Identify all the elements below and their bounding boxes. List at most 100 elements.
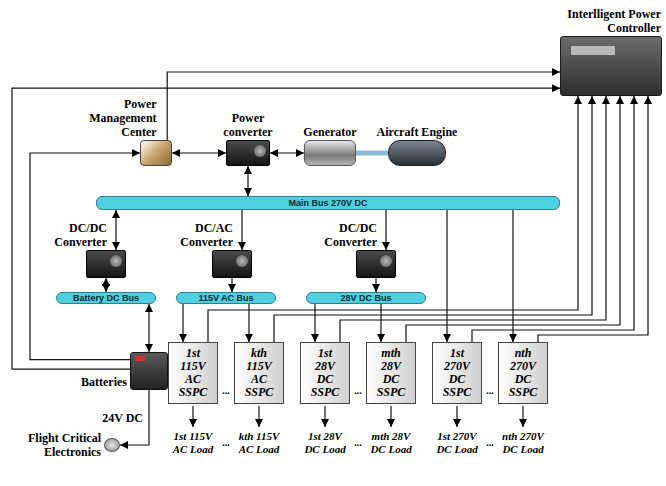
label-holder: Interlligent Power Controller [537, 7, 661, 35]
device-label: DC/DC Converter [37, 221, 107, 249]
power-line [115, 210, 116, 250]
engine-unit: Aircraft Engine [388, 140, 446, 166]
label-holder: ... [354, 438, 362, 448]
power-line [208, 96, 578, 342]
power-line [274, 96, 592, 342]
text-holder: kth 115V AC SSPC [241, 347, 277, 399]
load-feed-line [522, 406, 523, 427]
power-line [167, 72, 560, 140]
box-label: 28V DC Bus [340, 293, 391, 303]
box-label: Main Bus 270V DC [288, 198, 367, 208]
power-line [446, 210, 447, 342]
label-holder: ... [222, 438, 230, 448]
converter-unit: Power converter [226, 140, 270, 166]
label-holder: kth 115V AC Load [235, 430, 283, 456]
voltage-label: 24V DC [102, 411, 143, 425]
ellipsis-mark: ... [486, 386, 494, 396]
power-line [247, 166, 248, 196]
text-holder: mth 28V DC SSPC [373, 347, 409, 399]
box-label: 1st 270V DC SSPC [439, 347, 475, 399]
bus-bar: 115V AC Bus [176, 292, 276, 304]
text-holder: 115V AC Bus [198, 293, 253, 303]
generator-unit: Generator [304, 140, 356, 166]
power-line [231, 278, 232, 292]
label-holder: 24V DC [102, 411, 143, 425]
device-label: Aircraft Engine [377, 125, 458, 139]
power-line [270, 152, 304, 153]
power-line [182, 304, 183, 342]
power-line [105, 278, 106, 292]
load-feed-line [324, 406, 325, 427]
load-feed-line [390, 406, 391, 427]
device-label: Flight Critical Electronics [9, 431, 101, 459]
electronics-unit: Flight Critical Electronics [104, 438, 120, 452]
box-label: 1st 28V DC SSPC [307, 347, 343, 399]
device-label: DC/DC Converter [307, 221, 377, 249]
label-holder: DC/DC Converter [307, 221, 377, 249]
text-holder: 28V DC Bus [340, 293, 391, 303]
power-line [172, 152, 226, 153]
ellipsis-mark: ... [354, 438, 362, 448]
ellipsis-mark: ... [222, 386, 230, 396]
text-holder: 1st 28V DC SSPC [307, 347, 343, 399]
sspc-box: 1st 28V DC SSPC [300, 342, 350, 404]
load-label: kth 115V AC Load [235, 430, 283, 456]
sspc-box: nth 270V DC SSPC [498, 342, 548, 404]
ellipsis-mark: ... [354, 386, 362, 396]
power-line [30, 153, 140, 360]
battery-unit: Batteries [130, 352, 168, 390]
converter-unit: DC/DC Converter [356, 250, 396, 278]
power-line [512, 210, 513, 342]
label-holder: 1st 270V DC Load [433, 430, 481, 456]
load-label: nth 270V DC Load [499, 430, 547, 456]
label-holder: ... [222, 386, 230, 396]
device-label: Power Management Center [73, 97, 157, 139]
box-label: nth 270V DC SSPC [505, 347, 541, 399]
power-line [385, 210, 386, 250]
load-feed-line [456, 406, 457, 427]
text-holder: 1st 115V AC SSPC [175, 347, 211, 399]
controller-unit: Interlligent Power Controller [560, 36, 662, 96]
label-holder: mth 28V DC Load [367, 430, 415, 456]
load-label: 1st 28V DC Load [301, 430, 349, 456]
label-holder: nth 270V DC Load [499, 430, 547, 456]
power-line [375, 278, 376, 292]
box-label: 115V AC Bus [198, 293, 253, 303]
power-line [538, 96, 648, 342]
label-holder: Batteries [81, 375, 127, 389]
label-holder: Aircraft Engine [377, 125, 458, 139]
power-line [241, 210, 242, 250]
label-holder: Generator [303, 125, 356, 139]
load-label: 1st 115V AC Load [169, 430, 217, 456]
converter-unit: DC/AC Converter [212, 250, 252, 278]
box-label: kth 115V AC SSPC [241, 347, 277, 399]
ellipsis-mark: ... [222, 438, 230, 448]
sspc-box: 1st 270V DC SSPC [432, 342, 482, 404]
device-label: DC/AC Converter [163, 221, 233, 249]
label-holder: ... [486, 386, 494, 396]
label-holder: 1st 115V AC Load [169, 430, 217, 456]
bus-bar: Battery DC Bus [56, 292, 156, 304]
text-holder: nth 270V DC SSPC [505, 347, 541, 399]
power-line [12, 88, 560, 369]
label-holder: ... [486, 438, 494, 448]
power-line [340, 96, 606, 342]
power-line [148, 304, 149, 352]
label-holder: DC/DC Converter [37, 221, 107, 249]
device-label: Interlligent Power Controller [537, 7, 661, 35]
box-label: Battery DC Bus [73, 293, 139, 303]
bus-bar: Main Bus 270V DC [96, 196, 560, 210]
box-label: mth 28V DC SSPC [373, 347, 409, 399]
label-holder: Power Management Center [73, 97, 157, 139]
label-holder: Flight Critical Electronics [9, 431, 101, 459]
device-label: Power converter [212, 111, 284, 139]
text-holder: Battery DC Bus [73, 293, 139, 303]
sspc-box: mth 28V DC SSPC [366, 342, 416, 404]
power-line [472, 96, 634, 342]
label-holder: ... [354, 386, 362, 396]
text-holder: 1st 270V DC SSPC [439, 347, 475, 399]
load-feed-line [258, 406, 259, 427]
load-feed-line [192, 406, 193, 427]
label-holder: 1st 28V DC Load [301, 430, 349, 456]
